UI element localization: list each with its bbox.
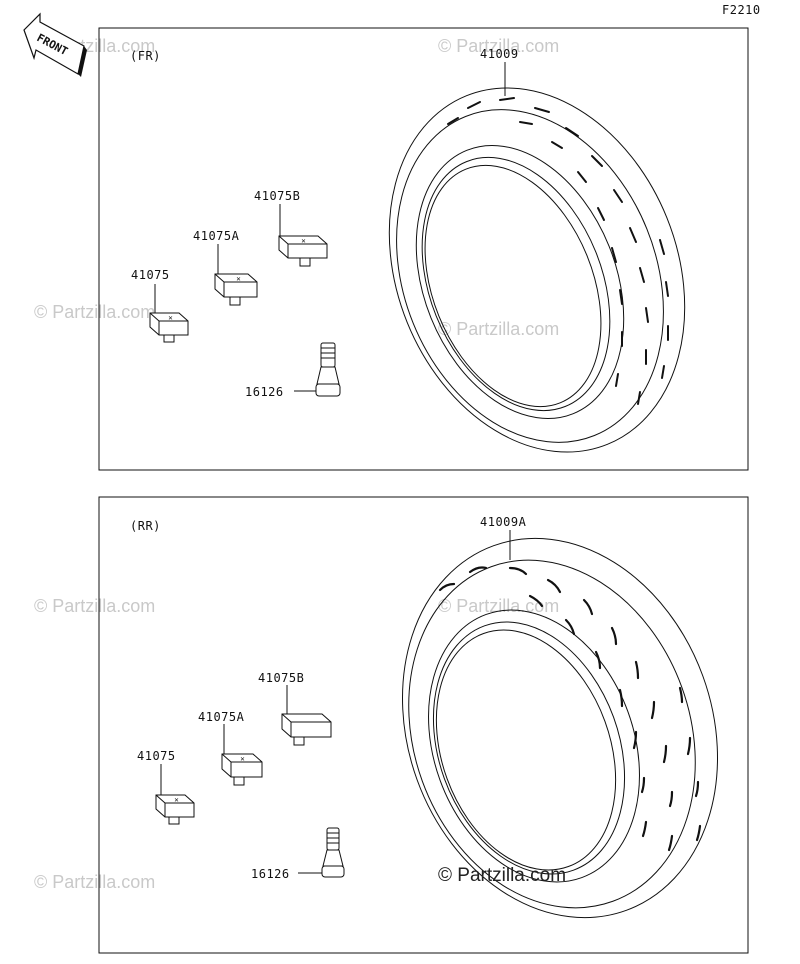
balance-weight-a-illustration: ✕ — [221, 753, 263, 786]
part-label-valve: 16126 — [251, 867, 290, 881]
valve-stem-illustration — [321, 827, 345, 878]
watermark: © Partzilla.com — [34, 872, 155, 892]
figure-code: F2210 — [722, 3, 761, 17]
balance-weight-b-illustration: ✕ — [278, 235, 328, 267]
watermark: © Partzilla.com — [34, 596, 155, 616]
part-label-tire: 41009 — [480, 47, 519, 61]
balance-weight-illustration: ✕ — [155, 794, 195, 825]
watermark: © Partzilla.com — [438, 596, 559, 616]
tire-illustration — [388, 87, 686, 453]
part-label-valve: 16126 — [245, 385, 284, 399]
watermark-layer: © Partzilla.com © Partzilla.com © Partzi… — [34, 36, 559, 892]
part-label-tire: 41009A — [480, 515, 527, 529]
balance-weight-b-illustration — [281, 713, 332, 746]
part-label-weight-a: 41075A — [198, 710, 245, 724]
valve-stem-illustration — [315, 342, 341, 397]
balance-weight-a-illustration: ✕ — [214, 273, 258, 306]
panel-front: (FR) 41009 — [98, 27, 749, 471]
watermark: © Partzilla.com — [438, 36, 559, 56]
part-label-weight-b: 41075B — [258, 671, 304, 685]
part-label-weight-b: 41075B — [254, 189, 300, 203]
svg-text:✕: ✕ — [168, 315, 173, 322]
svg-text:✕: ✕ — [236, 276, 241, 283]
svg-text:✕: ✕ — [240, 756, 245, 763]
copyright-mark: © Partzilla.com — [438, 865, 566, 886]
balance-weight-illustration: ✕ — [149, 312, 189, 343]
section-label: (FR) — [130, 49, 161, 63]
part-label-weight: 41075 — [137, 749, 176, 763]
tire-illustration — [402, 537, 718, 919]
front-arrow-icon: FRONT — [23, 12, 87, 77]
section-label: (RR) — [130, 519, 161, 533]
watermark: © Partzilla.com — [438, 319, 559, 339]
panel-border — [98, 496, 749, 954]
svg-text:✕: ✕ — [174, 797, 179, 804]
part-label-weight: 41075 — [131, 268, 170, 282]
part-label-weight-a: 41075A — [193, 229, 240, 243]
panel-border — [98, 27, 749, 471]
watermark: © Partzilla.com — [34, 302, 155, 322]
svg-text:✕: ✕ — [301, 238, 306, 245]
panel-rear: (RR) 41009A — [98, 496, 749, 954]
